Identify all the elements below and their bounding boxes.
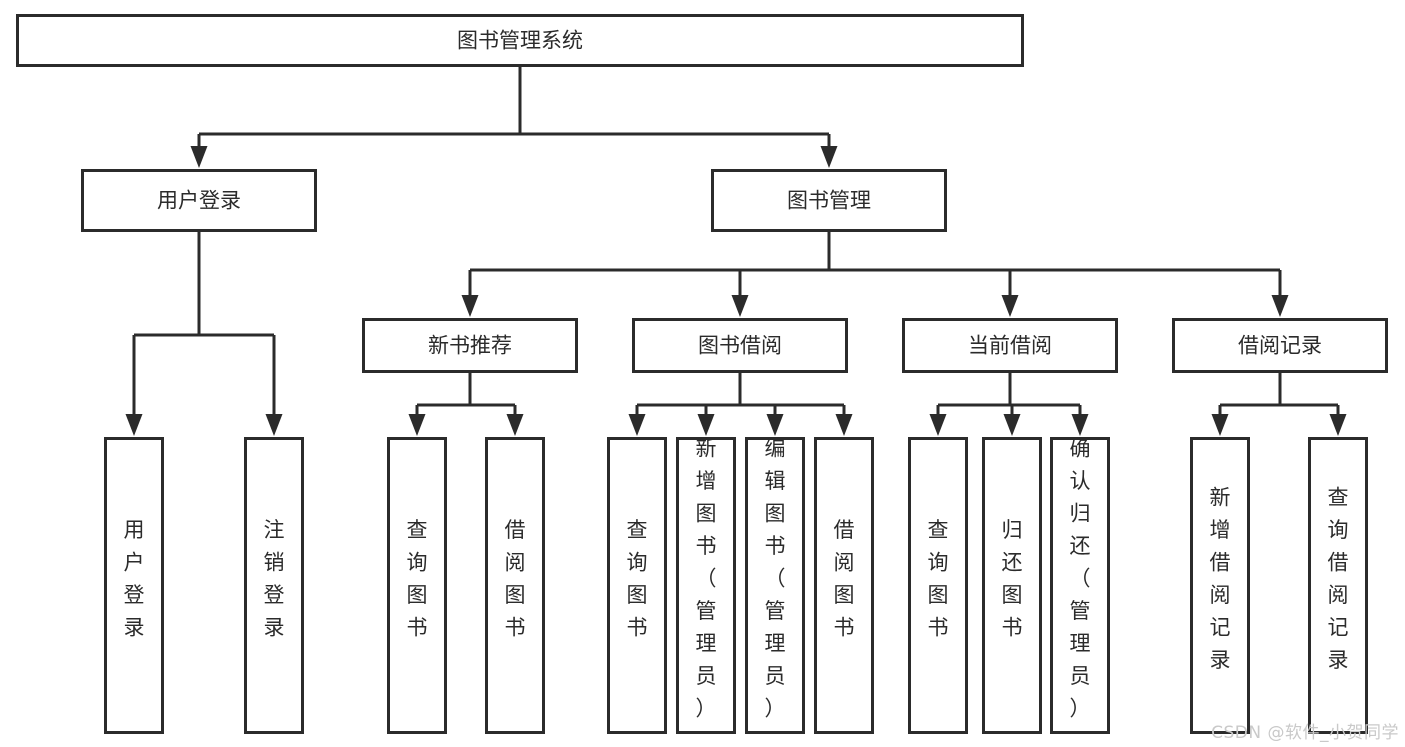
node-leaf-user-login[interactable]: 用户登录 xyxy=(104,437,164,734)
node-box[interactable] xyxy=(104,437,164,734)
arrow-head-icon xyxy=(1001,295,1019,317)
node-leaf-query-book[interactable]: 查询图书 xyxy=(607,437,667,734)
node-leaf-query-record[interactable]: 查询借阅记录 xyxy=(1308,437,1368,734)
arrow-head-icon xyxy=(820,146,838,168)
node-leaf-borrow-book-rec[interactable]: 借阅图书 xyxy=(485,437,545,734)
arrow-head-icon xyxy=(125,414,143,436)
node-box[interactable] xyxy=(244,437,304,734)
arrow-head-icon xyxy=(1271,295,1289,317)
arrow-head-icon xyxy=(731,295,749,317)
node-box[interactable] xyxy=(676,437,736,734)
arrow-head-icon xyxy=(628,414,646,436)
node-box[interactable] xyxy=(607,437,667,734)
node-label: 注销登录 xyxy=(264,518,285,640)
node-box[interactable] xyxy=(1172,318,1388,373)
node-label: 用户登录 xyxy=(157,189,241,213)
connector-layer xyxy=(125,67,1347,436)
arrow-head-icon xyxy=(408,414,426,436)
node-leaf-confirm-return[interactable]: 确认归还（管理员） xyxy=(1050,437,1110,734)
node-box[interactable] xyxy=(908,437,968,734)
node-label: 确认归还（管理员） xyxy=(1070,437,1091,721)
node-label: 查询图书 xyxy=(928,518,949,640)
arrow-head-icon xyxy=(1071,414,1089,436)
node-leaf-borrow-book[interactable]: 借阅图书 xyxy=(814,437,874,734)
node-label: 新增图书（管理员） xyxy=(696,437,717,721)
arrow-head-icon xyxy=(190,146,208,168)
node-box[interactable] xyxy=(362,318,578,373)
node-leaf-logout[interactable]: 注销登录 xyxy=(244,437,304,734)
arrow-head-icon xyxy=(929,414,947,436)
node-box[interactable] xyxy=(902,318,1118,373)
node-box[interactable] xyxy=(16,14,1024,67)
node-label: 借阅图书 xyxy=(834,518,855,640)
node-leaf-add-book[interactable]: 新增图书（管理员） xyxy=(676,437,736,734)
node-label: 图书借阅 xyxy=(698,334,782,358)
node-label: 借阅图书 xyxy=(505,518,526,640)
node-label: 图书管理 xyxy=(787,189,871,213)
node-leaf-return-book[interactable]: 归还图书 xyxy=(982,437,1042,734)
node-box[interactable] xyxy=(1308,437,1368,734)
node-leaf-edit-book[interactable]: 编辑图书（管理员） xyxy=(745,437,805,734)
node-book-manage[interactable]: 图书管理 xyxy=(711,169,947,232)
node-label: 当前借阅 xyxy=(968,334,1052,358)
node-box[interactable] xyxy=(1050,437,1110,734)
node-leaf-query-book-cur[interactable]: 查询图书 xyxy=(908,437,968,734)
connector-group-book-manage-to-level3 xyxy=(461,232,1289,317)
connector-group-user-login-to-leaves xyxy=(125,232,283,436)
node-box[interactable] xyxy=(1190,437,1250,734)
connector-group-current-borrow-to-leaves xyxy=(929,373,1089,436)
arrow-head-icon xyxy=(1211,414,1229,436)
csdn-watermark: CSDN @软件_小贺同学 xyxy=(1211,723,1399,743)
connector-group-new-book-rec-to-leaves xyxy=(408,373,524,436)
arrow-head-icon xyxy=(1003,414,1021,436)
node-label: 新书推荐 xyxy=(428,334,512,358)
node-leaf-query-book-rec[interactable]: 查询图书 xyxy=(387,437,447,734)
arrow-head-icon xyxy=(461,295,479,317)
node-book-borrow[interactable]: 图书借阅 xyxy=(632,318,848,373)
node-label: 查询图书 xyxy=(407,518,428,640)
node-user-login[interactable]: 用户登录 xyxy=(81,169,317,232)
node-label: 借阅记录 xyxy=(1238,334,1322,358)
node-box[interactable] xyxy=(745,437,805,734)
arrow-head-icon xyxy=(506,414,524,436)
node-box[interactable] xyxy=(982,437,1042,734)
node-box[interactable] xyxy=(387,437,447,734)
node-new-book-rec[interactable]: 新书推荐 xyxy=(362,318,578,373)
node-label: 图书管理系统 xyxy=(457,29,583,53)
connector-group-borrow-record-to-leaves xyxy=(1211,373,1347,436)
arrow-head-icon xyxy=(265,414,283,436)
arrow-head-icon xyxy=(697,414,715,436)
arrow-head-icon xyxy=(766,414,784,436)
node-box[interactable] xyxy=(711,169,947,232)
node-label: 查询借阅记录 xyxy=(1328,485,1349,672)
arrow-head-icon xyxy=(835,414,853,436)
node-leaf-add-record[interactable]: 新增借阅记录 xyxy=(1190,437,1250,734)
node-label: 用户登录 xyxy=(124,518,145,640)
node-borrow-record[interactable]: 借阅记录 xyxy=(1172,318,1388,373)
node-label: 编辑图书（管理员） xyxy=(765,437,786,721)
node-box[interactable] xyxy=(81,169,317,232)
connector-group-book-borrow-to-leaves xyxy=(628,373,853,436)
connector-group-root-to-level2 xyxy=(190,67,838,168)
node-label: 新增借阅记录 xyxy=(1210,485,1231,672)
node-root[interactable]: 图书管理系统 xyxy=(16,14,1024,67)
arrow-head-icon xyxy=(1329,414,1347,436)
node-label: 查询图书 xyxy=(627,518,648,640)
node-box[interactable] xyxy=(485,437,545,734)
node-layer: 图书管理系统用户登录图书管理新书推荐图书借阅当前借阅借阅记录用户登录注销登录查询… xyxy=(16,14,1388,734)
node-box[interactable] xyxy=(814,437,874,734)
node-box[interactable] xyxy=(632,318,848,373)
node-current-borrow[interactable]: 当前借阅 xyxy=(902,318,1118,373)
node-label: 归还图书 xyxy=(1002,518,1023,640)
